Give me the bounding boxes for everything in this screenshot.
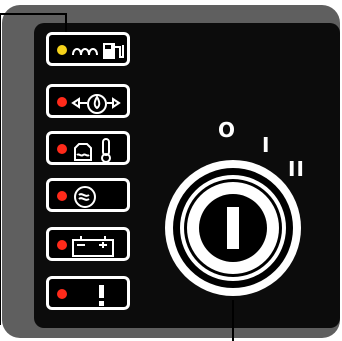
key-slot [227, 207, 239, 249]
